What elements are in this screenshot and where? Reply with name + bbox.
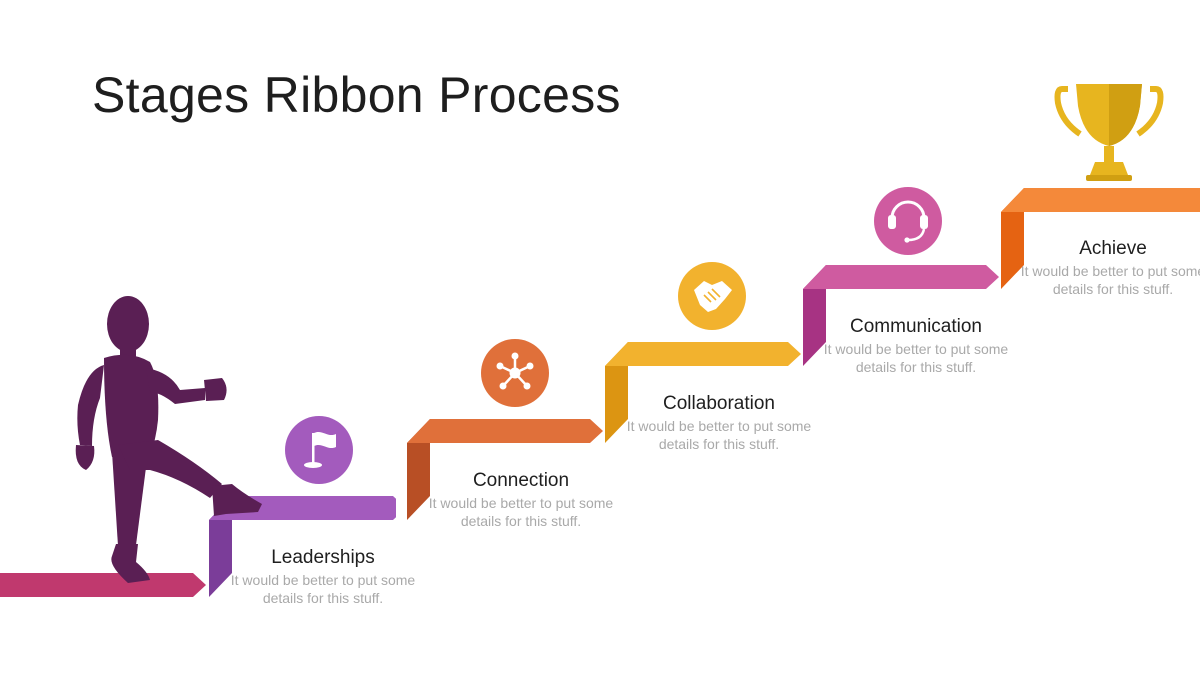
ribbon-start [0, 573, 206, 597]
stage-connection: Connection It would be better to put som… [421, 469, 621, 530]
stage-collaboration: Collaboration It would be better to put … [619, 392, 819, 453]
trophy-icon [1054, 84, 1164, 181]
ribbon-step-communication [803, 265, 999, 366]
stage-leaderships: Leaderships It would be better to put so… [223, 546, 423, 607]
flag-icon [285, 416, 353, 484]
ribbon-step-connection [407, 419, 603, 520]
person-silhouette [75, 296, 262, 583]
headset-icon [874, 187, 942, 255]
ribbon-step-collaboration [605, 342, 801, 443]
stage-description: It would be better to put some details f… [230, 572, 416, 606]
stage-title: Connection [472, 470, 570, 491]
stage-title: Achieve [1079, 238, 1147, 259]
stage-description: It would be better to put some details f… [626, 418, 812, 452]
network-icon [481, 339, 549, 407]
stage-title: Collaboration [663, 393, 775, 414]
handshake-icon [678, 262, 746, 330]
stage-title: Communication [850, 316, 982, 337]
stage-communication: Communication It would be better to put … [816, 315, 1016, 376]
stage-title: Leaderships [271, 547, 375, 568]
stage-description: It would be better to put some details f… [823, 341, 1009, 375]
ribbon-step-achieve [1001, 188, 1200, 289]
stage-description: It would be better to put some details f… [1020, 263, 1200, 297]
slide-title: Stages Ribbon Process [92, 67, 621, 123]
stage-description: It would be better to put some details f… [428, 495, 614, 529]
stage-achieve: Achieve It would be better to put some d… [1013, 237, 1200, 298]
